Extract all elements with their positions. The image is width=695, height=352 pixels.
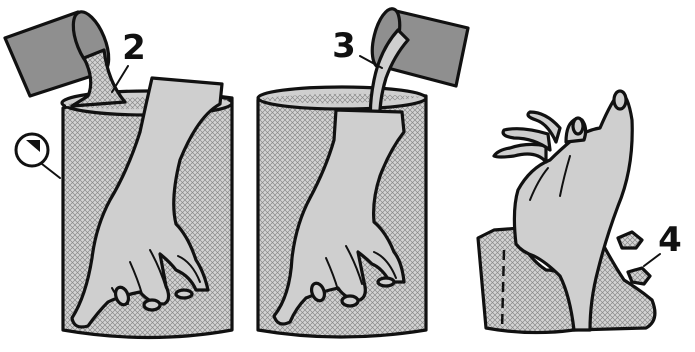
mould-fragment [628, 268, 650, 284]
mould-fragment [618, 232, 642, 248]
panel-step-3: 4 [478, 91, 685, 333]
step-4-label: 4 [658, 220, 682, 260]
step-1-badge [16, 134, 48, 166]
step-3-label: 3 [332, 26, 356, 66]
panel-step-2: 3 [258, 6, 468, 337]
panel-step-1: 2 [5, 7, 232, 337]
step-2-label: 2 [122, 28, 146, 68]
